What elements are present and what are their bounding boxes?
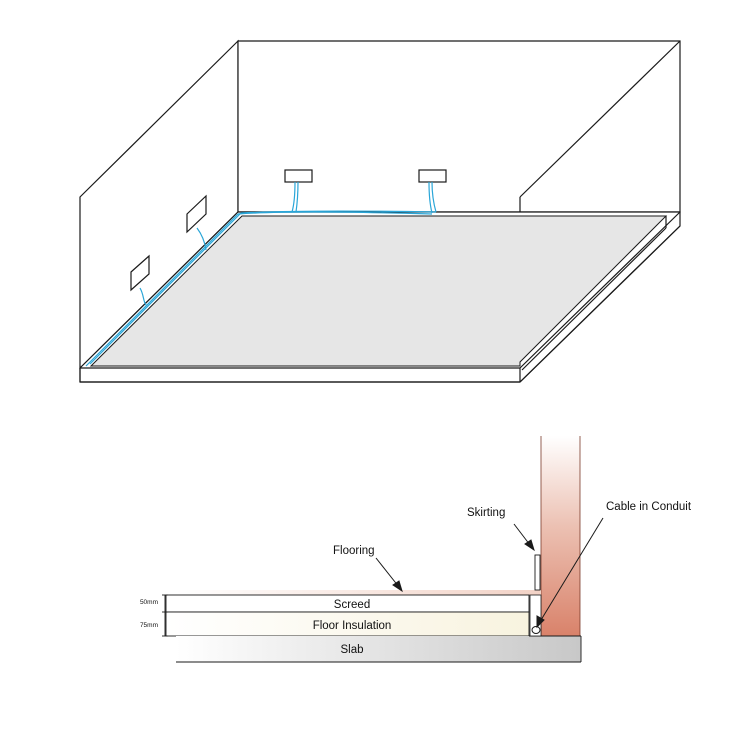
conduit-arrowhead bbox=[536, 615, 545, 629]
screed-label: Screed bbox=[334, 599, 370, 611]
socket-back-left bbox=[284, 169, 313, 183]
socket-back-right bbox=[418, 169, 447, 183]
cable-runs bbox=[85, 181, 437, 367]
floor-surface bbox=[89, 215, 668, 367]
cable-drop-back-left-a bbox=[291, 181, 296, 213]
section-skirting bbox=[534, 554, 541, 591]
dimension-marks bbox=[162, 594, 168, 637]
flooring-arrowhead bbox=[392, 580, 403, 593]
skirting-leader bbox=[513, 523, 531, 546]
flooring-label: Flooring bbox=[333, 545, 375, 557]
socket-left-upper bbox=[186, 194, 207, 234]
cable-drop-back-right-a bbox=[428, 181, 433, 214]
cable-back-run-a bbox=[237, 211, 433, 215]
cable-left-run-a bbox=[85, 213, 239, 367]
floor-section-view: Flooring Skirting Cable in Conduit Scree… bbox=[140, 436, 692, 663]
cable-in-conduit-label: Cable in Conduit bbox=[606, 501, 692, 513]
section-flooring bbox=[176, 590, 541, 595]
conduit-leader bbox=[540, 517, 604, 621]
skirting-label: Skirting bbox=[467, 507, 505, 519]
leader-lines bbox=[375, 517, 604, 629]
section-insulation bbox=[165, 611, 530, 637]
screed-depth-label: 50mm bbox=[140, 599, 158, 606]
floor-insulation-label: Floor Insulation bbox=[313, 620, 392, 632]
room-isometric-view bbox=[79, 39, 681, 383]
flooring-leader bbox=[375, 557, 400, 588]
back-wall bbox=[237, 40, 681, 213]
section-wall bbox=[541, 436, 580, 636]
skirting-arrowhead bbox=[524, 539, 535, 552]
socket-left-lower bbox=[130, 254, 150, 292]
section-slab bbox=[176, 636, 581, 662]
cable-drop-left-upper bbox=[196, 227, 207, 251]
insulation-depth-label: 75mm bbox=[140, 622, 158, 629]
cable-conduit bbox=[531, 626, 541, 634]
floor-right-bottom bbox=[519, 225, 681, 383]
cable-left-run-b bbox=[89, 212, 242, 365]
slab-label: Slab bbox=[340, 644, 363, 656]
right-wall-edge bbox=[519, 40, 681, 198]
cable-drop-back-right-b bbox=[431, 181, 437, 213]
floor-inner-right-diag bbox=[521, 227, 667, 371]
cable-drop-back-left-b bbox=[295, 181, 299, 213]
cable-back-run-b bbox=[240, 210, 437, 214]
cable-drop-left-lower bbox=[139, 287, 147, 306]
conduit-gap bbox=[529, 594, 542, 637]
floor-right-edge bbox=[519, 211, 681, 369]
